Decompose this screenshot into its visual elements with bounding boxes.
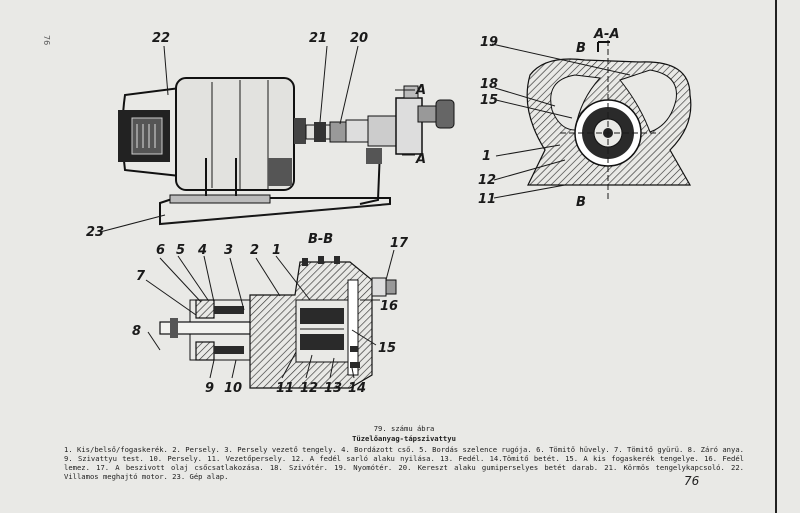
callout-3: 3 — [224, 243, 233, 258]
cut-letter-b-top: B — [576, 41, 586, 56]
sheet-edge — [775, 0, 777, 513]
cut-letter-a-bottom: A — [415, 152, 426, 167]
callout-12-bottom: 12 — [300, 381, 318, 396]
section-label-b-b: B-B — [308, 232, 333, 247]
callout-15-bottom: 15 — [378, 341, 396, 356]
callout-1-top: 1 — [482, 149, 491, 164]
leader-lines — [99, 43, 631, 379]
callout-21: 21 — [309, 31, 327, 46]
section-b-b — [159, 256, 397, 389]
callout-20: 20 — [350, 31, 368, 46]
callout-14: 14 — [348, 381, 366, 396]
callout-23: 23 — [86, 225, 104, 240]
callout-12-top: 12 — [478, 173, 496, 188]
parts-legend: 1. Kis/belső/fogaskerék. 2. Persely. 3. … — [64, 445, 744, 481]
callout-19: 19 — [480, 35, 498, 50]
callout-6: 6 — [156, 243, 165, 258]
callout-22: 22 — [152, 31, 170, 46]
callout-13: 13 — [324, 381, 342, 396]
callout-5: 5 — [176, 243, 185, 258]
callout-2: 2 — [250, 243, 259, 258]
callout-15: 15 — [480, 93, 498, 108]
callout-17: 17 — [390, 236, 409, 251]
callout-7: 7 — [136, 269, 146, 284]
callout-4: 4 — [197, 243, 207, 258]
callout-11-bottom: 11 — [276, 381, 294, 396]
callout-1-bottom: 1 — [272, 243, 281, 258]
callout-10: 10 — [224, 381, 242, 396]
figure-title: Tüzelőanyag-tápszivattyu — [352, 434, 456, 443]
figure-number: 79. számu ábra — [373, 424, 435, 433]
section-label-a-a: A-A — [593, 27, 620, 42]
corner-note: 76 — [42, 35, 51, 45]
callout-9: 9 — [205, 381, 214, 396]
motor-pump-assembly — [118, 77, 455, 226]
callout-8: 8 — [132, 324, 141, 339]
section-a-a — [526, 40, 692, 200]
callout-18: 18 — [480, 77, 498, 92]
page-number: 76 — [684, 474, 700, 488]
cut-letter-b-bottom: B — [576, 195, 586, 210]
cut-letter-a-top: A — [415, 83, 426, 98]
callout-16: 16 — [380, 299, 398, 314]
callout-11-top: 11 — [478, 192, 496, 207]
callout-labels: 22 23 21 20 A A A-A B B 19 18 15 1 12 11… — [86, 27, 620, 396]
